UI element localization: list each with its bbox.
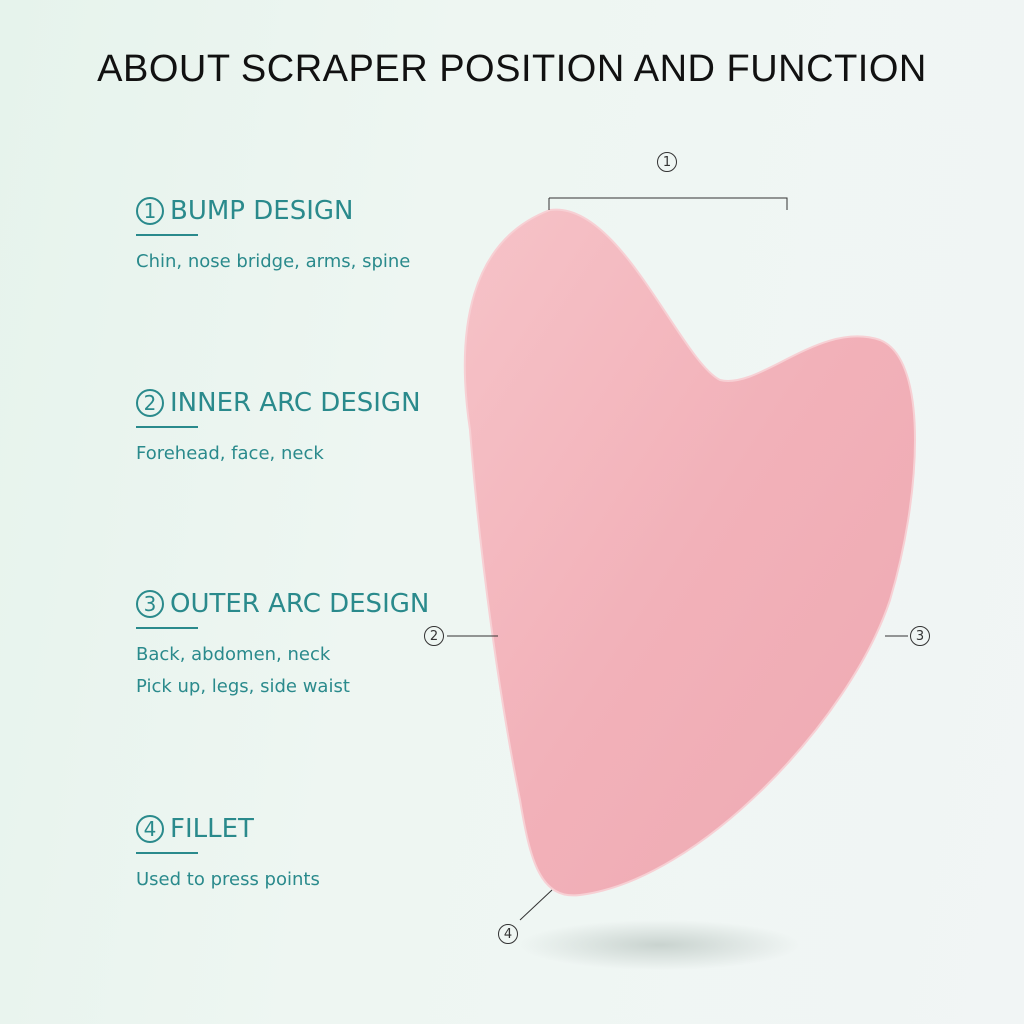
section-heading: BUMP DESIGN (170, 196, 354, 226)
number-badge: 2 (136, 389, 164, 417)
callout-2: 2 (424, 626, 444, 646)
section-description: Used to press points (136, 869, 320, 890)
callout-lines (447, 197, 908, 921)
callout-1: 1 (657, 152, 677, 172)
number-badge: 3 (136, 590, 164, 618)
section-description: Back, abdomen, neck (136, 644, 331, 665)
callout-3: 3 (910, 626, 930, 646)
divider (136, 627, 198, 629)
divider (136, 234, 198, 236)
divider (136, 426, 198, 428)
section-description: Chin, nose bridge, arms, spine (136, 251, 411, 272)
section-heading: OUTER ARC DESIGN (170, 589, 430, 619)
number-badge: 4 (136, 815, 164, 843)
shadow (520, 920, 800, 970)
section-description: Forehead, face, neck (136, 443, 324, 464)
section-heading: FILLET (170, 814, 254, 844)
page-title: ABOUT SCRAPER POSITION AND FUNCTION (97, 48, 927, 90)
divider (136, 852, 198, 854)
section-heading: INNER ARC DESIGN (170, 388, 421, 418)
scraper-stone (463, 208, 916, 897)
number-badge: 1 (136, 197, 164, 225)
callout-4: 4 (498, 924, 518, 944)
section-description: Pick up, legs, side waist (136, 676, 350, 697)
